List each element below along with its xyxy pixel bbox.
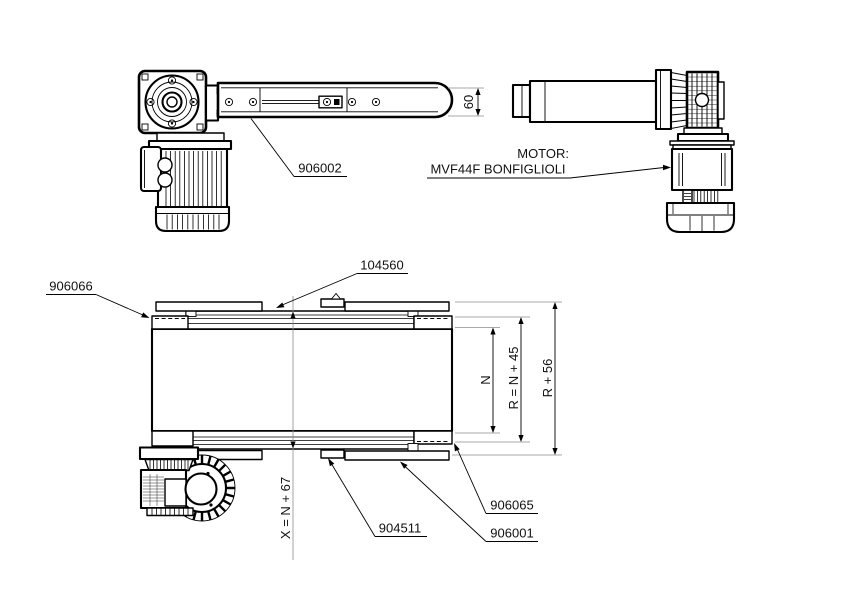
- callout-906066: 906066: [46, 279, 150, 318]
- end-view-roller-motor: MOTOR: MVF44F BONFIGLIOLI: [427, 68, 736, 234]
- part-label-906001: 906001: [490, 526, 533, 541]
- arrowhead: [518, 317, 524, 324]
- bearing-block-top-right: [413, 315, 453, 330]
- dim-text-60: 60: [461, 95, 476, 109]
- shaft-circle: [184, 472, 218, 506]
- motor-body-end: [670, 147, 734, 192]
- motor-fan-cover: [154, 205, 231, 233]
- beam-slot: [262, 99, 320, 105]
- dimension-n: N: [455, 327, 500, 434]
- bearing-block-bottom-left: [151, 430, 194, 447]
- dimension-r: R = N + 45: [455, 316, 530, 443]
- side-profile-top-left: [155, 301, 263, 312]
- motor-flange-upper: [156, 132, 225, 142]
- callout-906002: 906002: [250, 118, 347, 177]
- motor-hatch: [143, 474, 164, 506]
- leader-line: [330, 462, 376, 537]
- dim-text-n: N: [478, 375, 493, 384]
- arrowhead: [276, 302, 285, 308]
- motor-note: MOTOR: MVF44F BONFIGLIOLI: [427, 146, 671, 179]
- tension-tab-top: [320, 298, 345, 308]
- dimension-60: 60: [448, 87, 484, 117]
- arrowhead: [518, 435, 524, 442]
- beam-holes: [224, 97, 381, 107]
- motor-note-line2: MVF44F BONFIGLIOLI: [430, 162, 565, 177]
- pointer-mark: [330, 292, 342, 300]
- part-label-904511: 904511: [379, 521, 421, 536]
- roller-shaft-end: [511, 83, 532, 119]
- leader-line: [280, 273, 358, 306]
- motor-fins-end: [693, 190, 719, 203]
- part-label-104560: 104560: [360, 258, 403, 273]
- leader-line: [403, 465, 487, 542]
- cable-gland: [157, 157, 173, 173]
- belt-surface: [150, 327, 454, 433]
- beam-panel-lines: [221, 87, 438, 113]
- fan-cover-fins: [166, 214, 220, 230]
- arrowhead: [490, 327, 496, 335]
- gearbox-end-plate: [717, 81, 725, 120]
- arrowhead: [290, 311, 296, 319]
- tension-tab-bottom: [320, 449, 345, 459]
- arrowhead: [552, 302, 558, 309]
- fan-cover-end: [665, 201, 736, 234]
- arrowhead: [475, 88, 481, 95]
- arrowhead: [328, 458, 335, 467]
- bearing-block-bottom-right: [413, 430, 453, 445]
- dim-text-r: R = N + 45: [506, 347, 521, 410]
- part-label-906065: 906065: [490, 498, 533, 513]
- top-rail: [185, 310, 415, 330]
- gearbox-fin-cone: [670, 72, 688, 129]
- dimension-r56: R + 56: [452, 301, 562, 456]
- part-label-906002: 906002: [298, 161, 341, 176]
- arrowhead: [475, 109, 481, 116]
- mount-plate: [138, 446, 200, 461]
- arrowhead: [290, 441, 296, 449]
- plan-drive-motor: [138, 446, 236, 522]
- callout-904511: 904511: [328, 458, 427, 537]
- part-label-906066: 906066: [49, 279, 92, 294]
- side-view-conveyor-motor: 60 906002: [137, 69, 484, 233]
- arrowhead: [141, 312, 150, 318]
- terminal-box: [139, 145, 163, 193]
- dim-text-x: X = N + 67: [278, 477, 293, 539]
- leader-line: [250, 118, 295, 177]
- arrowhead: [663, 164, 671, 171]
- flange-fin-row: [144, 458, 194, 472]
- dim-text-r56: R + 56: [540, 359, 555, 398]
- gearbox-flange: [654, 68, 673, 131]
- leader-line: [569, 167, 665, 179]
- shaft-bore: [694, 92, 710, 108]
- callout-906065: 906065: [454, 443, 538, 514]
- arrowhead: [490, 426, 496, 433]
- motor-note-line1: MOTOR:: [517, 146, 569, 161]
- motor-pedestal: [676, 132, 730, 143]
- side-profile-top-right: [344, 301, 450, 312]
- beam-bracket: [204, 84, 220, 122]
- arrowhead: [400, 461, 408, 469]
- arrowhead: [552, 448, 558, 455]
- arrowhead: [454, 443, 460, 452]
- leader-line: [95, 294, 145, 316]
- dimension-x: X = N + 67: [278, 296, 296, 560]
- bottom-rail: [185, 430, 415, 450]
- drive-roller: [528, 79, 658, 124]
- plan-view-conveyor: X = N + 67 N R = N + 45 R + 56: [46, 258, 562, 560]
- leader-line: [456, 447, 487, 514]
- callout-906001: 906001: [400, 461, 538, 542]
- motor-side-channels: [678, 153, 726, 186]
- bearing-block-top-left: [151, 315, 189, 330]
- cable-gland: [157, 172, 173, 188]
- callout-104560: 104560: [276, 258, 408, 308]
- gearbox-flange-circles: [144, 74, 200, 130]
- side-profile-bottom-right: [344, 450, 450, 461]
